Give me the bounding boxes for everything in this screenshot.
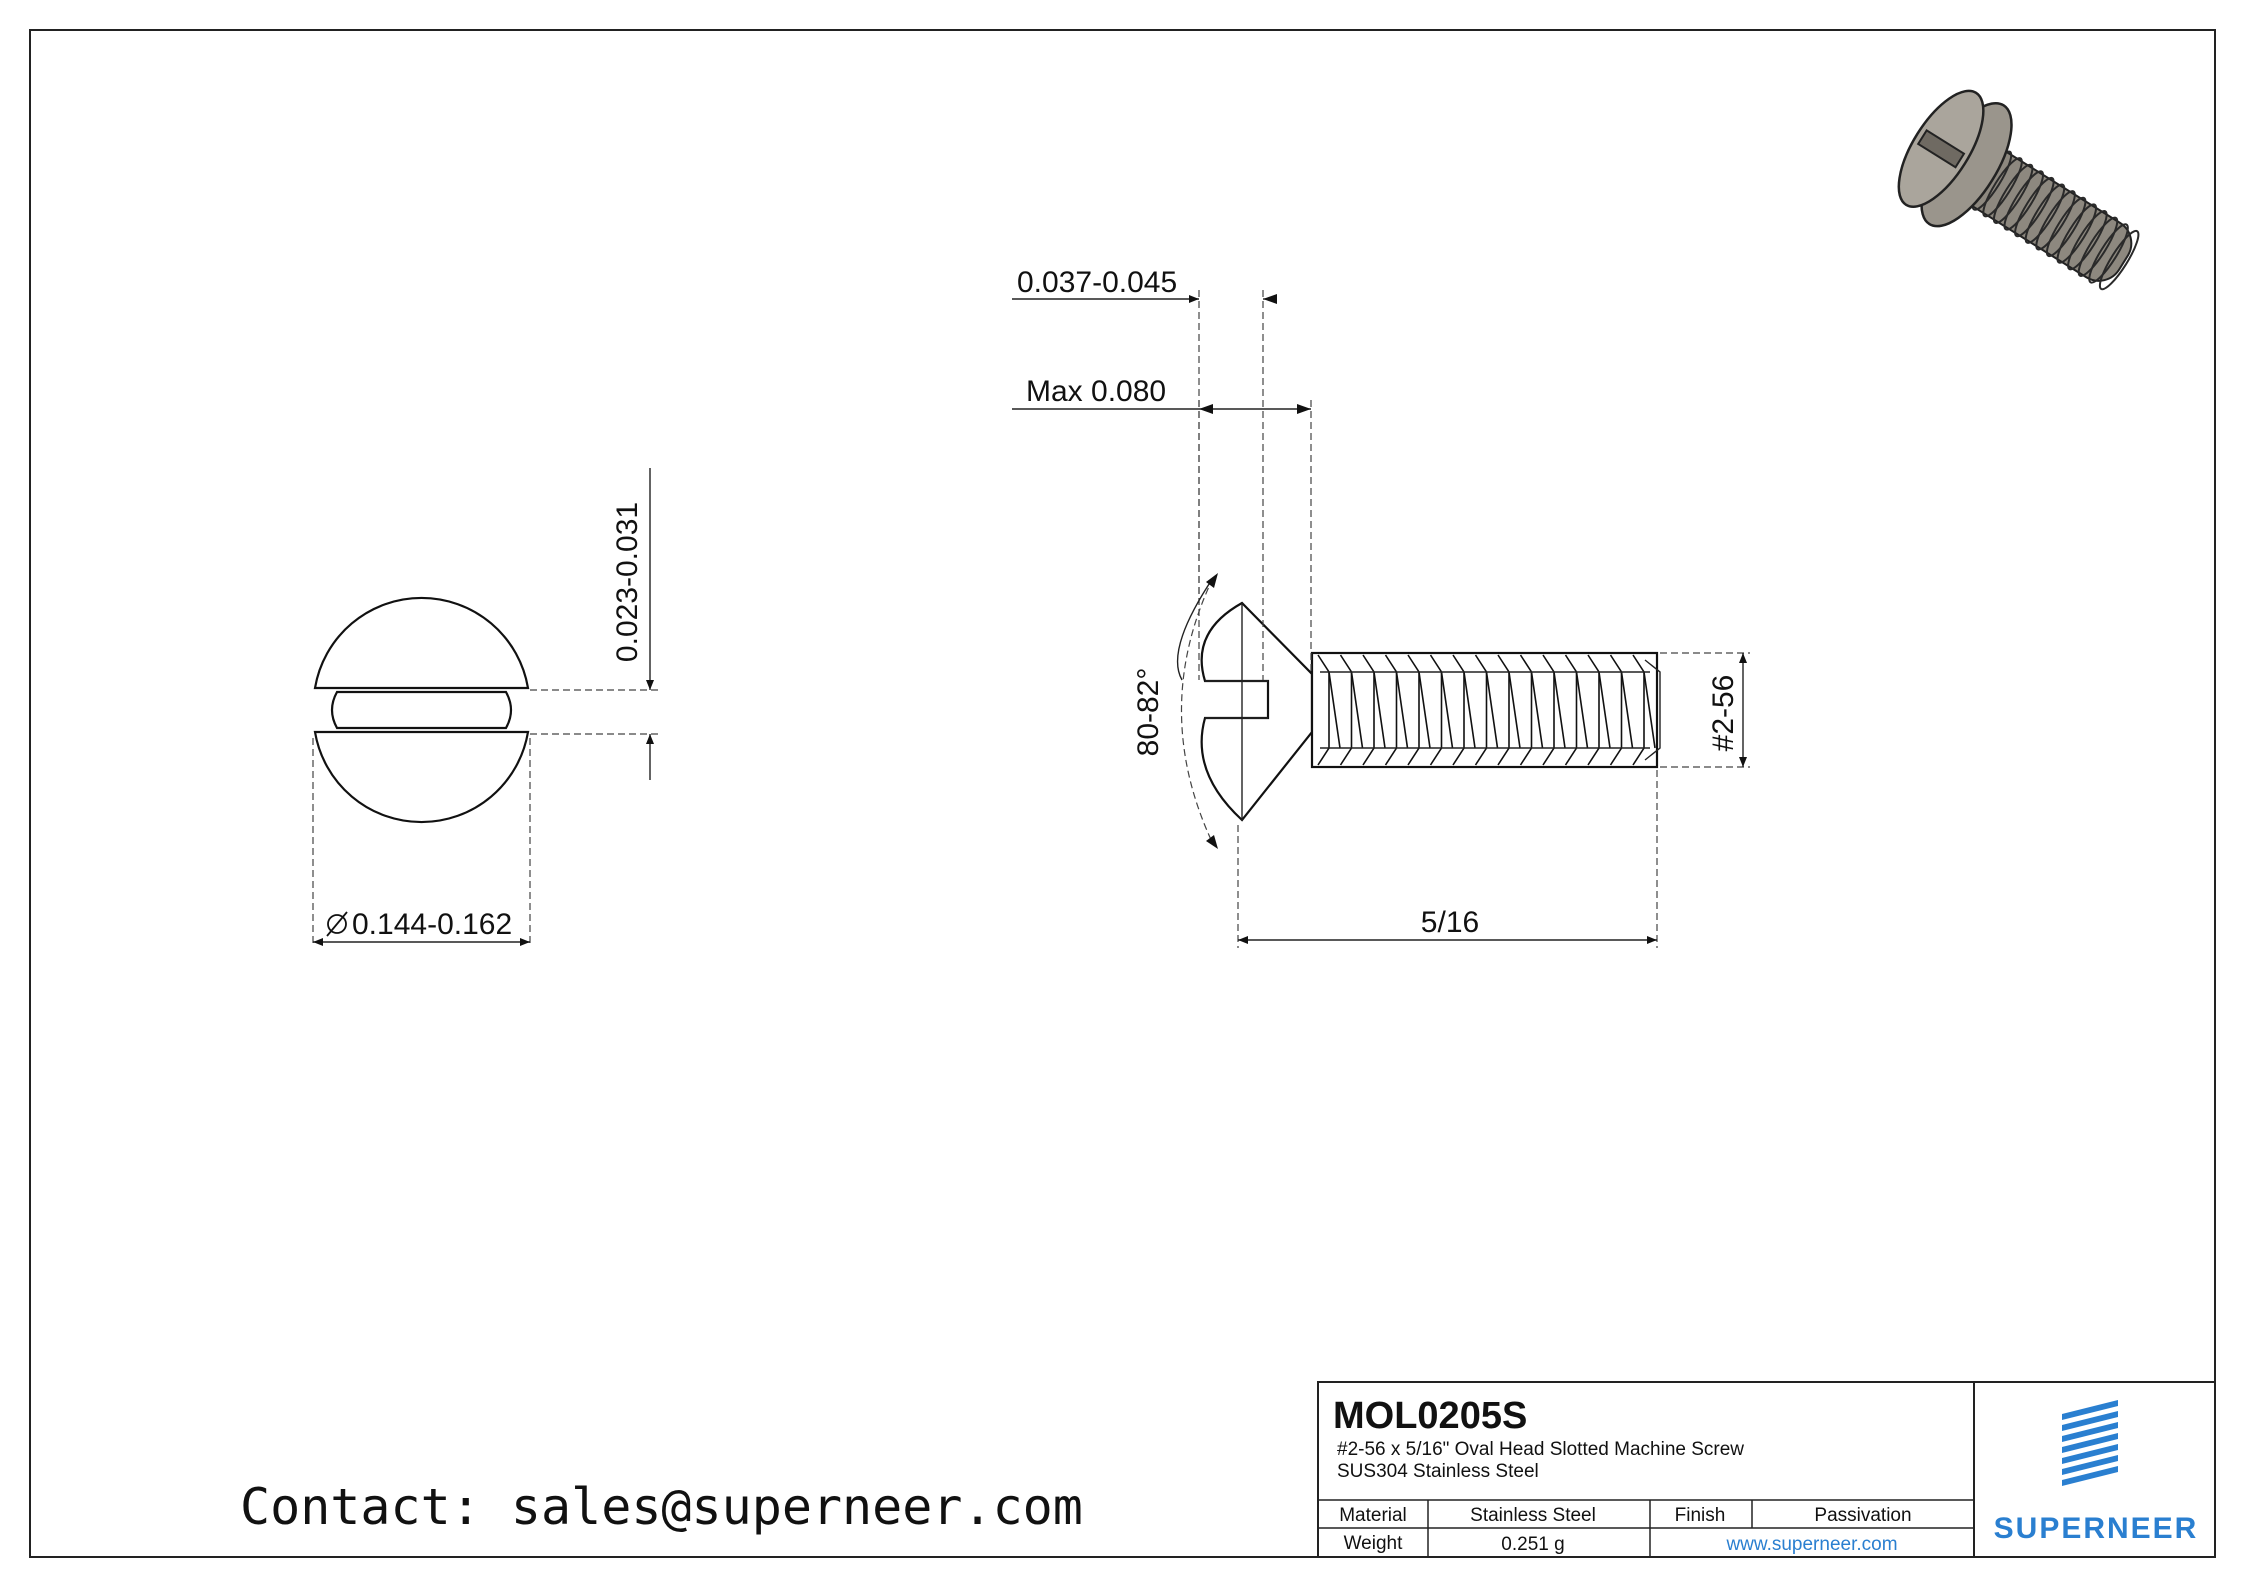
slot-depth-label: 0.023-0.031 [611,502,644,662]
thread-flank [1598,671,1611,749]
logo-stripe [2062,1466,2118,1486]
thread-ring [2035,190,2076,251]
thread-flank [1373,671,1386,749]
logo-stripe [2062,1444,2118,1464]
logo-stripe [2062,1433,2118,1453]
head-bottom-half [313,730,530,824]
weight-value: 0.251 g [1501,1534,1564,1555]
thread-label: #2-56 [1707,675,1740,752]
thread-flank [1440,671,1454,749]
sheet-border [29,29,2216,1558]
thread-flank [1463,671,1476,749]
contact-email[interactable]: Contact: sales@superneer.com [240,1478,1083,1536]
thread-ring [2067,210,2108,271]
thread-flank [1530,671,1544,749]
thread-ring [2014,176,2055,238]
brand-name: SUPERNEER [1994,1512,2199,1545]
finish-value: Passivation [1814,1505,1911,1526]
material-value: Stainless Steel [1470,1505,1596,1526]
finish-label: Finish [1675,1505,1726,1526]
thread-crest [1564,654,1578,766]
head-top-half [313,596,530,690]
website-link[interactable]: www.superneer.com [1725,1534,1897,1555]
thread-flank [1328,671,1341,749]
thread-crest [1429,654,1443,766]
slot-band [330,690,513,730]
screw-3d-preview [1897,89,2140,291]
thread-flank [1643,671,1656,749]
thread-crest [1632,654,1645,766]
thread-ring [2056,203,2098,264]
part-material-line: SUS304 Stainless Steel [1337,1461,1539,1482]
part-description: #2-56 x 5/16" Oval Head Slotted Machine … [1337,1439,1744,1460]
thread-flank [1485,671,1499,749]
material-label: Material [1339,1505,1407,1526]
thread-flank [1418,671,1431,749]
thread-ring [2088,223,2129,284]
head-diameter-label: 0.144-0.162 [352,908,512,941]
thread-crest [1497,654,1510,766]
thread-crest [1587,654,1600,766]
weight-label: Weight [1344,1533,1404,1554]
thread-ring [1971,150,2013,211]
thread-flank [1395,671,1409,749]
thread-crest [1542,654,1555,766]
thread-crest [1339,654,1353,766]
length-label: 5/16 [1421,906,1479,939]
thread-ring [2024,183,2066,244]
thread-ring [2098,229,2140,291]
thread-crest [1609,654,1623,766]
slot-width-label: 0.037-0.045 [1017,266,1177,299]
thread-ring [2003,170,2045,231]
thread-lines [1317,654,1656,766]
thread-crest [1384,654,1398,766]
thread-crest [1452,654,1465,766]
head-angle-label: 80-82° [1132,668,1165,757]
logo-stripe [2062,1422,2118,1442]
thread-ring [2077,216,2119,277]
head-top-view: 0.023-0.031 0.144-0.162 [312,468,660,946]
thread-flank [1620,671,1634,749]
thread-flank [1508,671,1521,749]
thread-crest [1317,654,1330,766]
thread-crest [1519,654,1533,766]
thread-flank [1350,671,1364,749]
thread-ring [1982,157,2023,218]
screw-side-view: 0.037-0.045 Max 0.080 80-82° #2-56 5/16 [1012,266,1750,948]
thread-ring [2045,196,2087,258]
logo-stripe [2062,1411,2118,1431]
thread-crest [1407,654,1420,766]
logo-stripe [2062,1400,2118,1420]
superneer-logo-icon [2062,1400,2118,1486]
head-height-label: Max 0.080 [1026,375,1166,408]
thread-crest [1362,654,1375,766]
thread-crest [1474,654,1488,766]
diameter-icon [326,911,348,937]
oval-head [1200,601,1314,822]
part-number: MOL0205S [1333,1395,1527,1437]
logo-stripe [2062,1455,2118,1475]
thread-ring [1992,163,2034,224]
thread-flank [1575,671,1589,749]
title-block: MOL0205S #2-56 x 5/16" Oval Head Slotted… [1317,1381,2216,1558]
thread-flank [1553,671,1566,749]
